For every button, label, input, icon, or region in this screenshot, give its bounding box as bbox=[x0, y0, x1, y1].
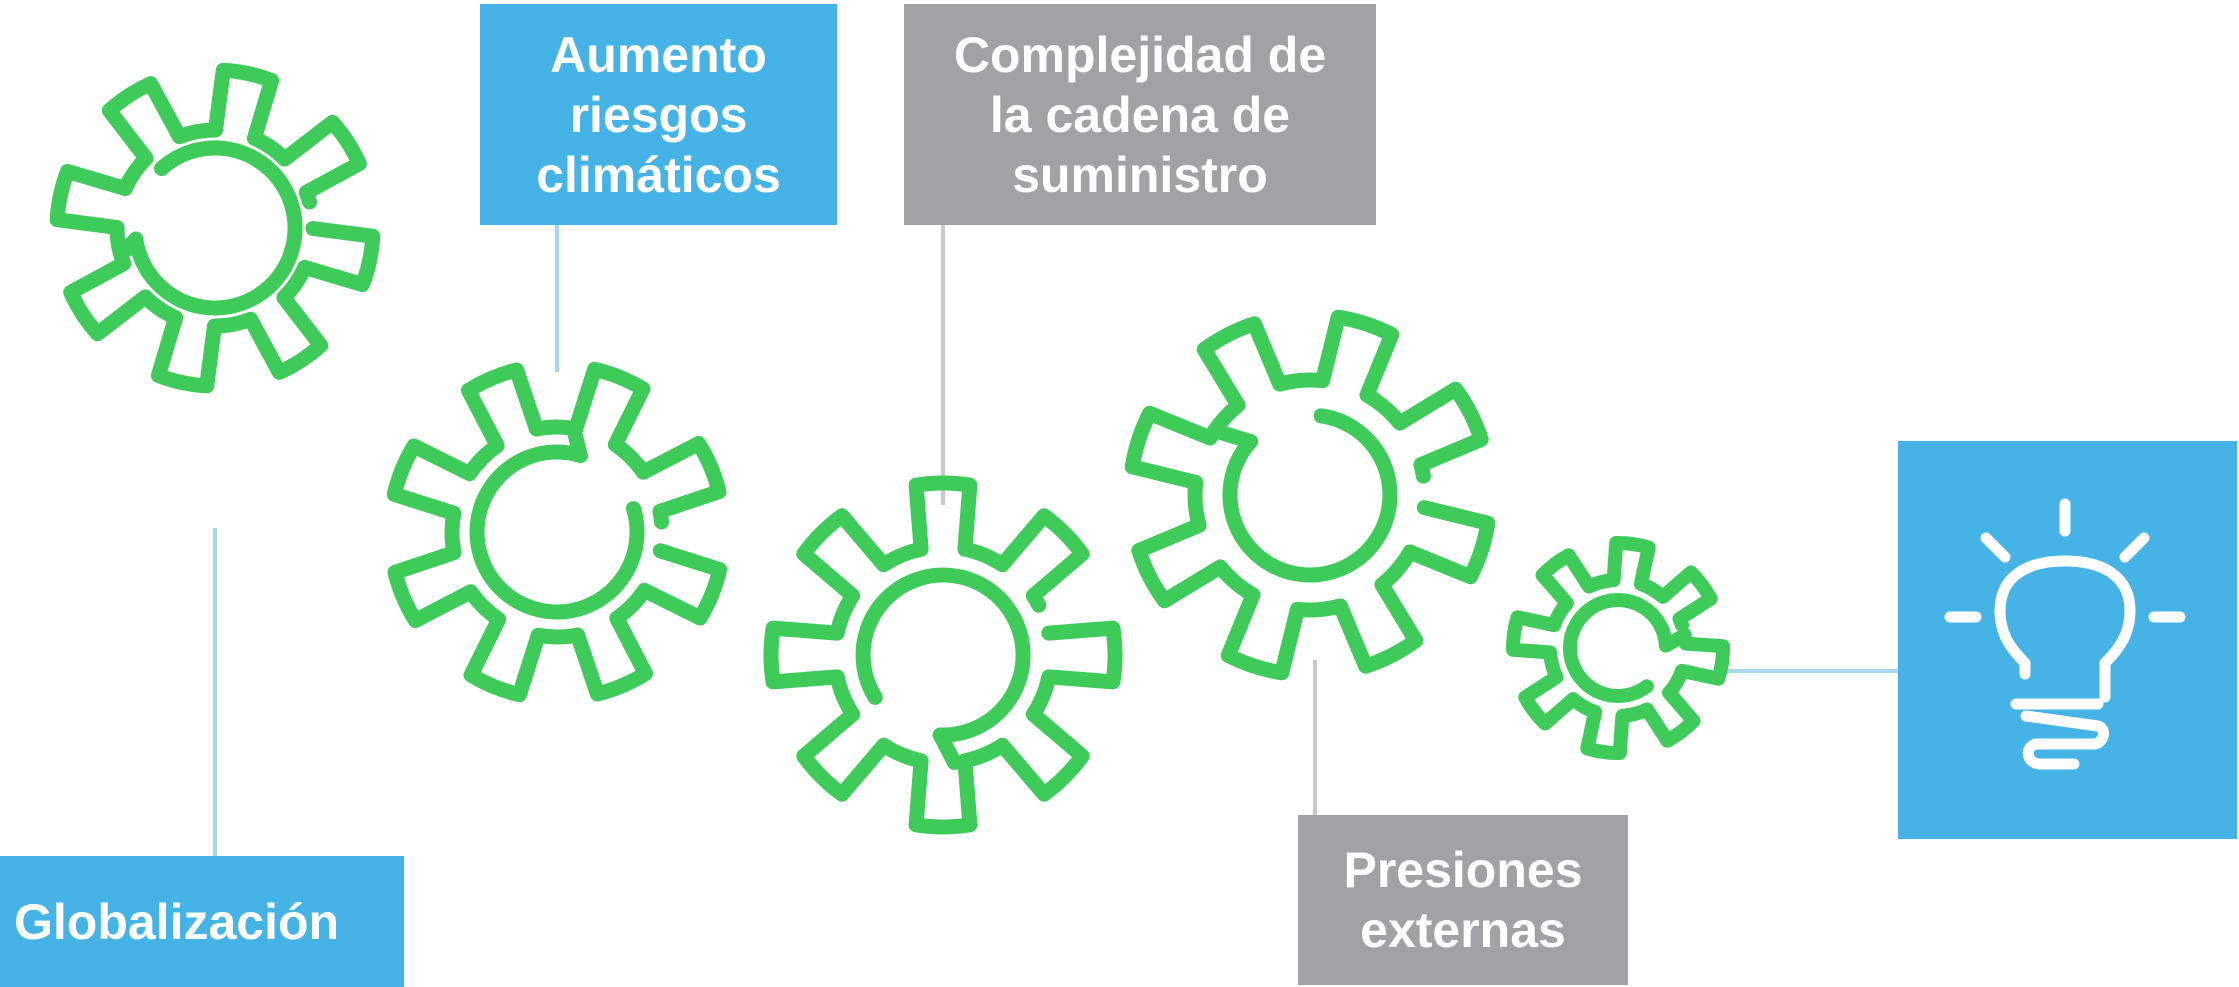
label-presiones-text: Presiones externas bbox=[1343, 842, 1583, 958]
gear-icon-5-outline bbox=[1506, 536, 1730, 760]
gear-icon-5 bbox=[1506, 536, 1730, 760]
label-aumento-riesgos-climaticos: Aumento riesgos climáticos bbox=[480, 4, 837, 225]
gear-icon-1-spoke bbox=[113, 231, 144, 263]
gear-icon-4-spoke bbox=[1207, 423, 1258, 449]
label-presiones-externas: Presiones externas bbox=[1298, 815, 1628, 985]
label-aumento-text: Aumento riesgos climáticos bbox=[536, 26, 781, 203]
gear-icon-3-outline bbox=[763, 475, 1123, 835]
gear-icon-3-hole bbox=[855, 567, 1031, 743]
gear-icon-4 bbox=[1124, 309, 1496, 681]
label-complejidad-text: Complejidad de la cadena de suministro bbox=[953, 26, 1327, 203]
idea-box bbox=[1898, 441, 2237, 839]
lightbulb-icon bbox=[1944, 498, 2186, 770]
gear-icon-2-outline bbox=[386, 361, 728, 703]
label-complejidad-cadena-suministro: Complejidad de la cadena de suministro bbox=[904, 4, 1376, 225]
gear-icon-3 bbox=[763, 475, 1123, 835]
gear-icon-1-outline bbox=[49, 62, 381, 394]
gear-icon-5-hole bbox=[1562, 593, 1673, 703]
label-globalizacion: Globalización bbox=[0, 856, 404, 987]
gear-icon-5-spoke bbox=[1658, 628, 1692, 653]
gear-icon-2-hole bbox=[469, 444, 645, 620]
gear-icon-4-hole bbox=[1222, 408, 1398, 583]
gear-icon-2 bbox=[386, 361, 728, 703]
gear-icon-1 bbox=[49, 62, 381, 394]
gear-icon-1-hole bbox=[128, 140, 303, 316]
gear-icon-3-spoke bbox=[932, 727, 962, 770]
gear-icon-2-spoke bbox=[565, 420, 588, 463]
gear-icon-4-outline bbox=[1124, 309, 1496, 681]
label-globalizacion-text: Globalización bbox=[14, 893, 340, 950]
